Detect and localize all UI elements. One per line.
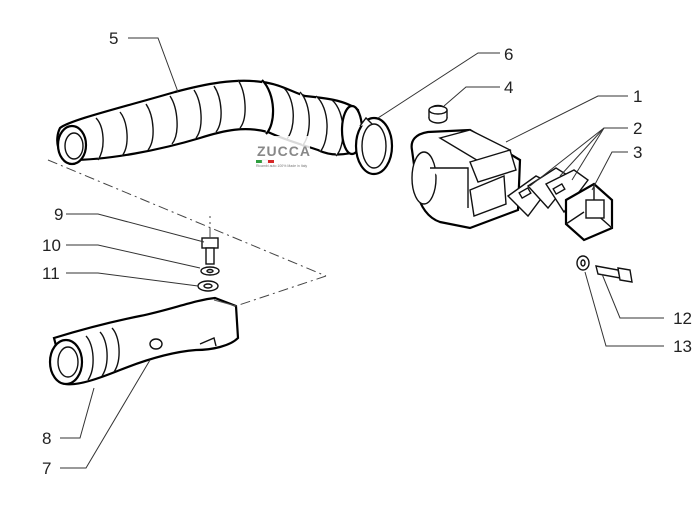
callout-12: 12 — [673, 309, 692, 328]
electrical-connector — [564, 182, 614, 242]
air-intake-duct-lower — [48, 296, 240, 386]
gasket-set — [506, 167, 589, 218]
air-flow-meter — [410, 128, 522, 230]
flag-white — [261, 159, 269, 164]
air-intake-hose-upper — [56, 79, 364, 166]
callout-1: 1 — [633, 87, 642, 106]
callout-5: 5 — [109, 29, 118, 48]
bolt-and-washers-left — [197, 237, 220, 292]
leader-lines — [60, 37, 664, 469]
callout-9: 9 — [54, 205, 63, 224]
callout-2: 2 — [633, 119, 642, 138]
hose-clamp — [354, 116, 394, 176]
rubber-grommet — [428, 104, 448, 124]
callout-3: 3 — [633, 143, 642, 162]
callout-11: 11 — [42, 264, 60, 283]
zucca-watermark-logo: ZUCCA Ricambi auto 100% Made in Italy — [254, 136, 311, 168]
flag-red — [268, 160, 274, 163]
logo-brand-text: ZUCCA — [257, 143, 311, 159]
callout-4: 4 — [504, 78, 513, 97]
bolt-and-washer-right — [576, 255, 633, 283]
callout-7: 7 — [42, 459, 51, 478]
callout-10: 10 — [42, 236, 61, 255]
callout-6: 6 — [504, 45, 513, 64]
callout-13: 13 — [673, 337, 692, 356]
callout-8: 8 — [42, 429, 51, 448]
logo-tagline: Ricambi auto 100% Made in Italy — [256, 164, 307, 168]
callout-numbers: 5 6 4 1 2 3 9 10 11 12 13 8 7 — [42, 29, 692, 478]
assembly-lines — [47, 159, 327, 307]
flag-green — [256, 160, 262, 163]
